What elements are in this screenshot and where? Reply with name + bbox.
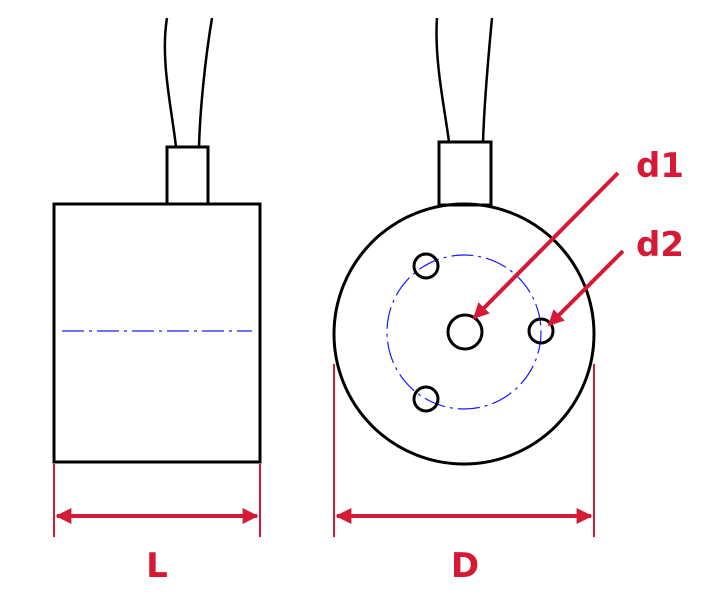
front-view [332,17,596,466]
dimension-L: L [53,464,261,586]
side-cable-left-wire [163,17,178,148]
callout-d1-label: d1 [636,146,684,186]
front-body-circle [332,202,596,466]
dimension-L-label: L [146,546,168,586]
front-cable-left-wire [435,17,451,143]
center-hole-d1 [446,313,484,351]
side-body [52,202,262,464]
front-cable-right-wire [481,17,494,143]
mounting-hole-right [527,317,555,345]
side-view [52,17,262,464]
dimension-D: D [333,364,595,586]
dimension-D-label: D [451,546,479,586]
callout-d1-leader [472,171,620,320]
mounting-hole-bottom-left [412,385,440,413]
side-cable-right-wire [197,17,214,148]
callout-d2-label: d2 [636,225,684,265]
callout-d1: d1 [472,146,684,320]
side-cable-gland [165,145,210,206]
callout-d2: d2 [547,225,684,327]
front-cable-gland [437,140,493,207]
bolt-circle [386,254,542,410]
callout-d2-leader [547,249,625,327]
mounting-hole-top-left [412,252,440,280]
